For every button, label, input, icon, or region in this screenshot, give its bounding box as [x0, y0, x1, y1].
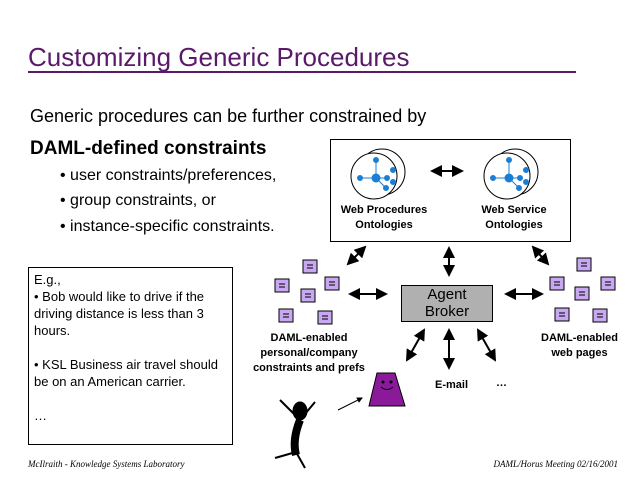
email-label: E-mail — [435, 379, 469, 391]
bullet-item: • user constraints/preferences, — [60, 167, 277, 184]
web-procedures-label: Web Procedures Ontologies — [332, 203, 436, 233]
example-line: … — [34, 408, 47, 423]
web-procedures-ontology-icon — [350, 148, 406, 200]
intro-text: Generic procedures can be further constr… — [30, 106, 427, 126]
person-icon — [274, 399, 316, 469]
slide-title: Customizing Generic Procedures — [28, 42, 410, 72]
web-pages-cluster — [549, 257, 616, 323]
web-service-label: Web Service Ontologies — [464, 203, 564, 233]
person-arrow — [337, 397, 363, 411]
more-label: … — [496, 377, 507, 389]
example-box: E.g., • Bob would like to drive if the d… — [28, 267, 233, 445]
label-line: Agent — [427, 286, 467, 303]
bullet-item: • group constraints, or — [60, 192, 216, 209]
footer-right: DAML/Horus Meeting 02/16/2001 — [493, 459, 619, 469]
label-line: Ontologies — [485, 219, 543, 231]
example-line: • KSL Business air travel should be on a… — [34, 357, 218, 389]
agent-icon — [368, 372, 406, 407]
ontologies-box — [330, 139, 571, 242]
agent-broker-box: Agent Broker — [401, 285, 493, 322]
label-line: DAML-enabled — [541, 332, 618, 344]
label-line: Web Service — [481, 204, 547, 216]
label-line: Broker — [424, 303, 470, 320]
example-line: • Bob would like to drive if the driving… — [34, 289, 205, 338]
label-line: Ontologies — [355, 219, 413, 231]
label-line: DAML-enabled — [270, 332, 348, 344]
intro-bold-text: DAML-defined constraints — [30, 138, 267, 159]
example-line: E.g., — [34, 272, 61, 287]
label-line: personal/company — [260, 347, 358, 359]
personal-pages-cluster — [274, 259, 340, 325]
footer-left: McIlraith - Knowledge Systems Laboratory — [28, 459, 185, 469]
web-service-ontology-icon — [483, 148, 539, 200]
web-pages-label: DAML-enabled web pages — [532, 331, 627, 361]
personal-constraints-label: DAML-enabled personal/company constraint… — [244, 331, 374, 376]
bullet-item: • instance-specific constraints. — [60, 218, 275, 235]
label-line: constraints and prefs — [253, 362, 365, 374]
label-line: web pages — [551, 347, 608, 359]
title-underline — [28, 71, 576, 73]
label-line: Web Procedures — [340, 204, 428, 216]
arrows — [346, 165, 550, 370]
